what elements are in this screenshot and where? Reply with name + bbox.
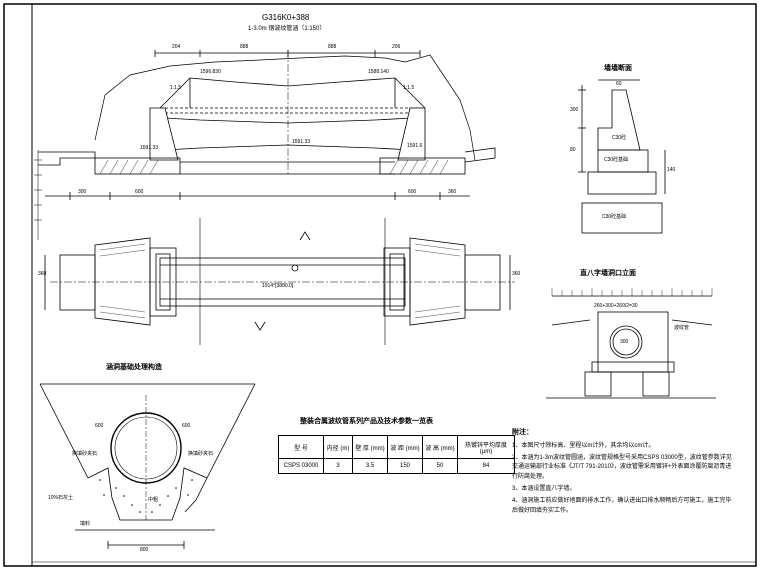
- plan-view: [44, 218, 515, 345]
- dim-top-3: 888: [328, 44, 337, 50]
- plan-skew-label: 1914°[3880.0]: [262, 283, 294, 289]
- note-item-2: 2、本涵为1-3m波纹管圆涵，波纹管规格型号采用CSPS 03000型，波纹管参…: [512, 455, 732, 480]
- spec-header-thickness: 壁 厚 (mm): [352, 435, 388, 459]
- spec-cell-depth: 50: [422, 458, 458, 474]
- note-item-4: 4、涵洞施工前应做好地面的排水工作，确认进出口排水顺畅后方可施工，施工完毕后做好…: [512, 498, 732, 514]
- portal-pipe-label: 300: [620, 339, 629, 345]
- spec-header-model: 型 号: [278, 435, 324, 459]
- elev-right-top: 1588.140: [368, 69, 389, 75]
- centre-elev: 1591.33: [292, 139, 311, 145]
- elev-left-bottom: 1591.33: [140, 145, 159, 151]
- portal-pipe-note: 波纹管: [674, 325, 690, 331]
- dim-top-1: 204: [172, 44, 181, 50]
- wall-concrete-base: C30砼基础: [602, 214, 627, 220]
- portal-ruler: [551, 288, 713, 296]
- sheet-frame: [3, 3, 757, 567]
- plan-dim-right: 360: [512, 271, 521, 277]
- wall-dim-1: 60: [616, 81, 622, 87]
- slope-left: 1:1.5: [170, 85, 182, 91]
- spec-header-depth: 波 高 (mm): [422, 435, 458, 459]
- spec-header-diameter: 内径 (m): [323, 435, 353, 459]
- foundation-dim-3: 800: [140, 547, 149, 553]
- wall-section-view: [578, 79, 666, 234]
- foundation-mid-label: 中粗: [148, 497, 159, 503]
- foundation-bottom-label: 10%石灰土: [48, 495, 74, 501]
- plan-dim-left: 360: [38, 271, 47, 277]
- dim-bottom-2: 600: [135, 189, 144, 195]
- foundation-stipple: [99, 479, 193, 513]
- portal-top-label: 260+300+260/2=30: [594, 303, 638, 309]
- spec-cell-diameter: 3: [323, 458, 353, 474]
- plan-hatch: [99, 243, 461, 319]
- elevation-view: [38, 50, 496, 200]
- dim-bottom-3: 600: [408, 189, 417, 195]
- portal-title: 直八字墙洞口立面: [580, 270, 636, 277]
- table-row: CSPS 03000 3 3.5 150 50 84: [278, 458, 515, 474]
- foundation-title: 涵洞基础处理构造: [106, 364, 162, 371]
- wall-concrete-upper: C30砼: [612, 135, 627, 141]
- note-item-1: 1、本图尺寸除标高、里程以m计外，其余均以cm计。: [512, 442, 655, 449]
- foundation-detail-view: [39, 383, 256, 549]
- dim-top-4: 206: [392, 44, 401, 50]
- wall-dim-3: 80: [570, 147, 576, 153]
- notes-title: 附注：: [512, 429, 533, 436]
- elev-right-bottom: 1591.6: [407, 143, 423, 149]
- foundation-hatch: [99, 159, 449, 175]
- dim-bottom-4: 360: [448, 189, 457, 195]
- foundation-dim-1: 600: [95, 423, 104, 429]
- wall-section-title: 墙墙断面: [604, 65, 632, 72]
- dim-bottom-1: 300: [78, 189, 87, 195]
- wall-concrete-mid: C30砼基础: [604, 157, 629, 163]
- portal-elevation-view: [546, 295, 716, 399]
- wall-dim-2: 300: [570, 107, 579, 113]
- elevation-ruler: [34, 150, 42, 240]
- station-label: G316K0+388: [262, 13, 310, 22]
- elev-left-top: 1596.830: [200, 69, 221, 75]
- notes-block: 附注： 1、本图尺寸除标高、里程以m计外，其余均以cm计。 2、本涵为1-3m波…: [512, 428, 732, 519]
- wall-dim-4: 140: [667, 167, 676, 173]
- drawing-subtitle: 1-3.0m 钢波纹管涵（1:150）: [248, 26, 326, 32]
- foundation-right-label: 换填砂夹石: [188, 451, 214, 457]
- spec-header-pitch: 波 距 (mm): [387, 435, 423, 459]
- dim-top-2: 888: [240, 44, 249, 50]
- spec-table: 型 号 内径 (m) 壁 厚 (mm) 波 距 (mm) 波 高 (mm) 热镀…: [278, 435, 515, 474]
- spec-cell-zinc: 84: [457, 458, 515, 474]
- spec-cell-model: CSPS 03000: [278, 458, 324, 474]
- spec-header-zinc: 热镀锌平均厚度 (μm): [457, 435, 515, 459]
- spec-cell-thickness: 3.5: [352, 458, 388, 474]
- spec-table-title: 整装合属波纹管系列产品及技术参数一览表: [300, 418, 433, 425]
- slope-right: 1:1.5: [403, 85, 415, 91]
- note-item-3: 3、本涵设置直八字墙。: [512, 486, 576, 493]
- foundation-left-label: 换填砂夹石: [72, 451, 98, 457]
- spec-cell-pitch: 150: [387, 458, 423, 474]
- foundation-dim-2: 600: [182, 423, 191, 429]
- foundation-fill-label: 填料: [80, 521, 91, 527]
